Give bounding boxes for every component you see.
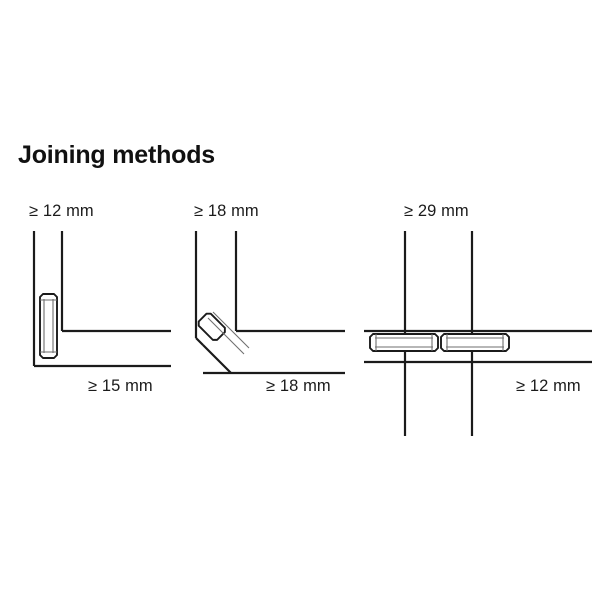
connector-inner-line-b [212, 311, 250, 349]
dimension-label-mitre-joint-bottom: ≥ 18 mm [266, 377, 331, 395]
connector-body [39, 293, 58, 359]
connector-dowel-diagonal [197, 312, 226, 341]
mitre-cut-upper [195, 337, 204, 346]
connector-body [197, 312, 226, 341]
mitre-cut-line [202, 344, 232, 374]
dimension-label-butt-joint-bottom: ≥ 15 mm [88, 377, 153, 395]
diagram-mitre-joint [194, 231, 345, 375]
dimension-label-mitre-joint-top: ≥ 18 mm [194, 202, 259, 220]
connector-body [440, 333, 510, 352]
dimension-label-cross-joint-bottom: ≥ 12 mm [516, 377, 581, 395]
connector-dowel-horizontal-right [440, 333, 510, 352]
page-title: Joining methods [18, 141, 216, 169]
connector-inner-line-a [207, 317, 245, 355]
connector-body [369, 333, 439, 352]
diagram-butt-joint [32, 231, 171, 368]
connector-dowel-diagonal-detail [207, 311, 250, 355]
dimension-label-cross-joint-top: ≥ 29 mm [404, 202, 469, 220]
diagram-cross-joint [364, 231, 592, 436]
connector-dowel-horizontal-left [369, 333, 439, 352]
dimension-label-butt-joint-top: ≥ 12 mm [29, 202, 94, 220]
connector-dowel-vertical [39, 293, 58, 359]
